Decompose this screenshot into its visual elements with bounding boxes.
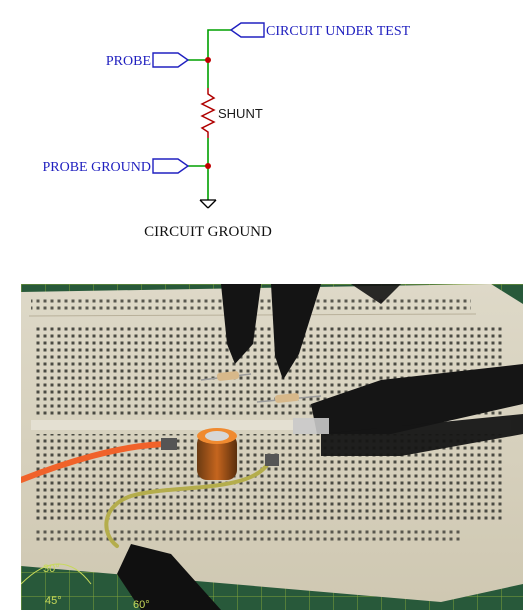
wire-top <box>207 29 231 60</box>
probe-label: PROBE <box>106 54 151 69</box>
ground-icon <box>199 199 217 209</box>
junction-node-probe-ground <box>205 163 211 169</box>
probe-port-icon <box>152 52 190 68</box>
probe-ground-port-icon <box>152 158 190 174</box>
capacitor-icon <box>197 428 237 480</box>
circuit-ground-label: CIRCUIT GROUND <box>144 224 272 240</box>
bottom-clip-icon <box>117 544 221 610</box>
yellow-wire <box>104 460 271 548</box>
svg-text:45°: 45° <box>45 595 62 607</box>
shunt-label: SHUNT <box>218 106 263 121</box>
shunt-schematic: CIRCUIT UNDER TEST PROBE SHUNT PROBE GRO… <box>42 22 411 240</box>
circuit-under-test-label: CIRCUIT UNDER TEST <box>266 24 411 39</box>
probe-clip-icon <box>221 284 401 380</box>
circuit-under-test-port-icon <box>229 22 265 38</box>
breadboard-photo: 30° 45° 60° <box>21 284 523 610</box>
schematic-wires <box>188 29 231 200</box>
probe-ground-label: PROBE GROUND <box>42 160 151 175</box>
svg-text:60°: 60° <box>133 599 150 610</box>
resistor-icon <box>200 371 322 403</box>
shunt-resistor-icon <box>200 88 216 138</box>
orange-wire <box>21 441 174 483</box>
junction-node-probe <box>205 57 211 63</box>
port-flags <box>152 22 265 174</box>
probe-ground-clip-icon <box>311 364 523 456</box>
